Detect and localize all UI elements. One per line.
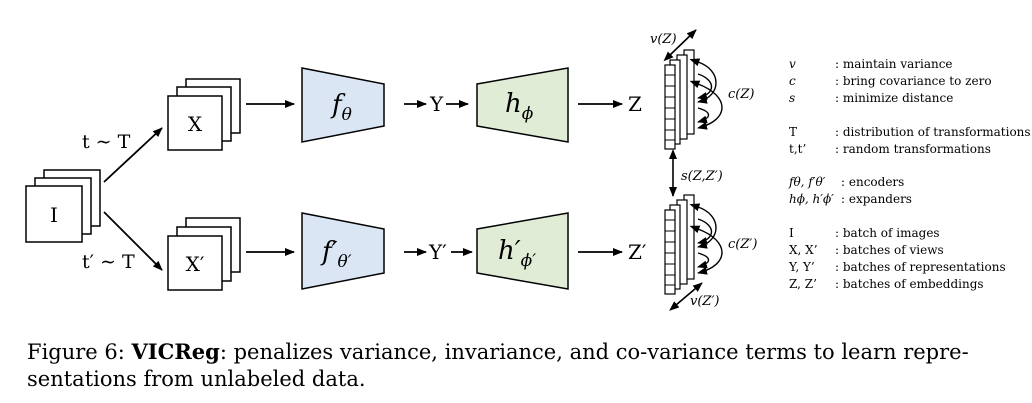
- legend-desc: : batches of embeddings: [835, 277, 984, 291]
- legend-desc: : minimize distance: [835, 91, 953, 105]
- embedding-stack-bottom: [664, 194, 695, 295]
- embedding-bottom-label: Z′: [628, 240, 647, 264]
- svg-text:h′ϕ′: h′ϕ′: [498, 236, 536, 271]
- legend-desc: : distribution of transformations: [835, 125, 1031, 139]
- representation-bottom-label: Y′: [428, 240, 447, 264]
- legend-key: s: [789, 91, 795, 105]
- embedding-top-label: Z: [628, 92, 642, 116]
- legend-key: v: [789, 57, 796, 71]
- expander-bottom-sub: ϕ′: [521, 251, 537, 271]
- variance-arrow-top: [663, 29, 697, 62]
- view-stack-top: X: [167, 78, 241, 151]
- legend-desc: : batches of representations: [835, 260, 1006, 274]
- variance-arrow-bottom: [669, 282, 703, 311]
- encoder-top-sub: θ: [342, 105, 352, 125]
- legend-desc: : bring covariance to zero: [835, 74, 992, 88]
- expander-top-sub: ϕ: [522, 104, 534, 124]
- legend-desc: : random transformations: [835, 142, 991, 156]
- legend-key: hϕ, h′ϕ′: [789, 192, 834, 206]
- expander-top: hϕ: [476, 67, 569, 143]
- encoder-bottom-sub: θ′: [338, 252, 352, 272]
- covariance-bottom-label: c(Z′): [728, 237, 757, 252]
- legend: v : maintain variance c : bring covarian…: [788, 57, 1031, 291]
- embedding-stack-top: [664, 49, 695, 150]
- legend-key: Z, Z’: [789, 277, 817, 291]
- legend-desc: : expanders: [841, 192, 912, 206]
- view-top-label: X: [188, 112, 203, 136]
- transform-bottom-label: t′ ∼ T: [82, 251, 135, 273]
- image-label: I: [50, 203, 58, 227]
- invariance-label: s(Z,Z′): [681, 169, 723, 184]
- legend-key: fθ, f′θ′: [788, 175, 826, 189]
- legend-key: t,t’: [789, 142, 806, 156]
- legend-desc: : maintain variance: [835, 57, 953, 71]
- representation-top-label: Y: [429, 92, 444, 116]
- legend-key: T: [789, 125, 797, 139]
- arrow-to-view-top: [103, 127, 163, 183]
- view-stack-bottom: X′: [167, 217, 241, 291]
- expander-top-symbol: h: [505, 89, 522, 119]
- vicreg-diagram: I t ∼ T t′ ∼ T X X′ fθ f′θ′ Y Y′ hϕ: [25, 29, 1031, 311]
- expander-bottom-symbol: h′: [498, 236, 521, 266]
- legend-key: c: [789, 74, 796, 88]
- encoder-bottom: f′θ′: [301, 212, 385, 290]
- legend-desc: : encoders: [841, 175, 904, 189]
- figure-caption: Figure 6: VICReg: penalizes variance, in…: [27, 338, 1012, 393]
- legend-key: X, X’: [789, 243, 818, 257]
- transform-top-label: t ∼ T: [82, 131, 131, 153]
- caption-prefix: Figure 6:: [27, 340, 132, 364]
- covariance-arcs-bottom: [689, 203, 723, 275]
- svg-text:hϕ: hϕ: [505, 89, 534, 124]
- covariance-top-label: c(Z): [728, 87, 754, 102]
- caption-text: : penalizes variance, invariance, and co…: [27, 340, 969, 391]
- legend-desc: : batch of images: [835, 226, 940, 240]
- encoder-top: fθ: [301, 67, 385, 143]
- variance-bottom-label: v(Z′): [690, 294, 719, 309]
- legend-key: Y, Y’: [788, 260, 815, 274]
- input-image-stack: I: [25, 169, 101, 243]
- legend-desc: : batches of views: [835, 243, 944, 257]
- arrow-to-view-bottom: [103, 211, 163, 271]
- expander-bottom: h′ϕ′: [476, 212, 569, 290]
- caption-method-name: VICReg: [131, 339, 220, 364]
- legend-key: I: [789, 226, 794, 240]
- covariance-arcs-top: [689, 58, 723, 130]
- encoder-bottom-symbol: f′: [320, 237, 338, 267]
- variance-top-label: v(Z): [650, 32, 677, 47]
- svg-text:f′θ′: f′θ′: [320, 237, 352, 272]
- view-bottom-label: X′: [186, 252, 205, 276]
